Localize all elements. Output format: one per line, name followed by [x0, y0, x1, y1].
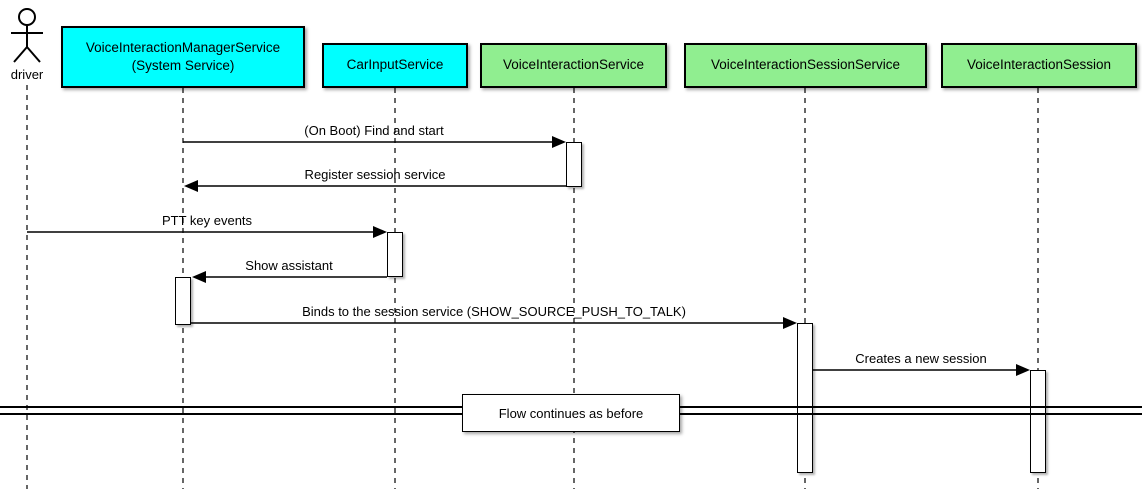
activation-carinputservice [387, 232, 403, 277]
actor-leg-left [13, 46, 28, 63]
actor-leg-right [26, 46, 41, 63]
participant-voiceinteractionsessionservice[interactable]: VoiceInteractionSessionService [684, 43, 927, 88]
actor-head [18, 8, 36, 26]
message-label-show-assistant: Show assistant [245, 258, 333, 273]
participant-voiceinteractionmanagerservice[interactable]: VoiceInteractionManagerService (System S… [61, 26, 305, 88]
message-label-register-session-service: Register session service [304, 167, 446, 182]
activation-voiceinteractionsession [1030, 370, 1046, 473]
participant-voiceinteractionsession[interactable]: VoiceInteractionSession [941, 43, 1137, 88]
divider-label-box: Flow continues as before [462, 394, 680, 432]
message-label-on-boot-find-and-start: (On Boot) Find and start [304, 123, 444, 138]
message-label-ptt-key-events: PTT key events [161, 213, 253, 228]
actor-icon [11, 8, 43, 63]
participant-voiceinteractionservice[interactable]: VoiceInteractionService [480, 43, 667, 88]
activation-voiceinteractionservice [566, 142, 582, 187]
activation-voiceinteractionmanagerservice [175, 277, 191, 325]
activation-voiceinteractionsessionservice [797, 323, 813, 473]
actor-label: driver [10, 67, 44, 82]
participant-carinputservice[interactable]: CarInputService [322, 43, 468, 88]
message-label-creates-a-new-session: Creates a new session [855, 351, 987, 366]
message-label-binds-to-session-service: Binds to the session service (SHOW_SOURC… [302, 304, 686, 319]
